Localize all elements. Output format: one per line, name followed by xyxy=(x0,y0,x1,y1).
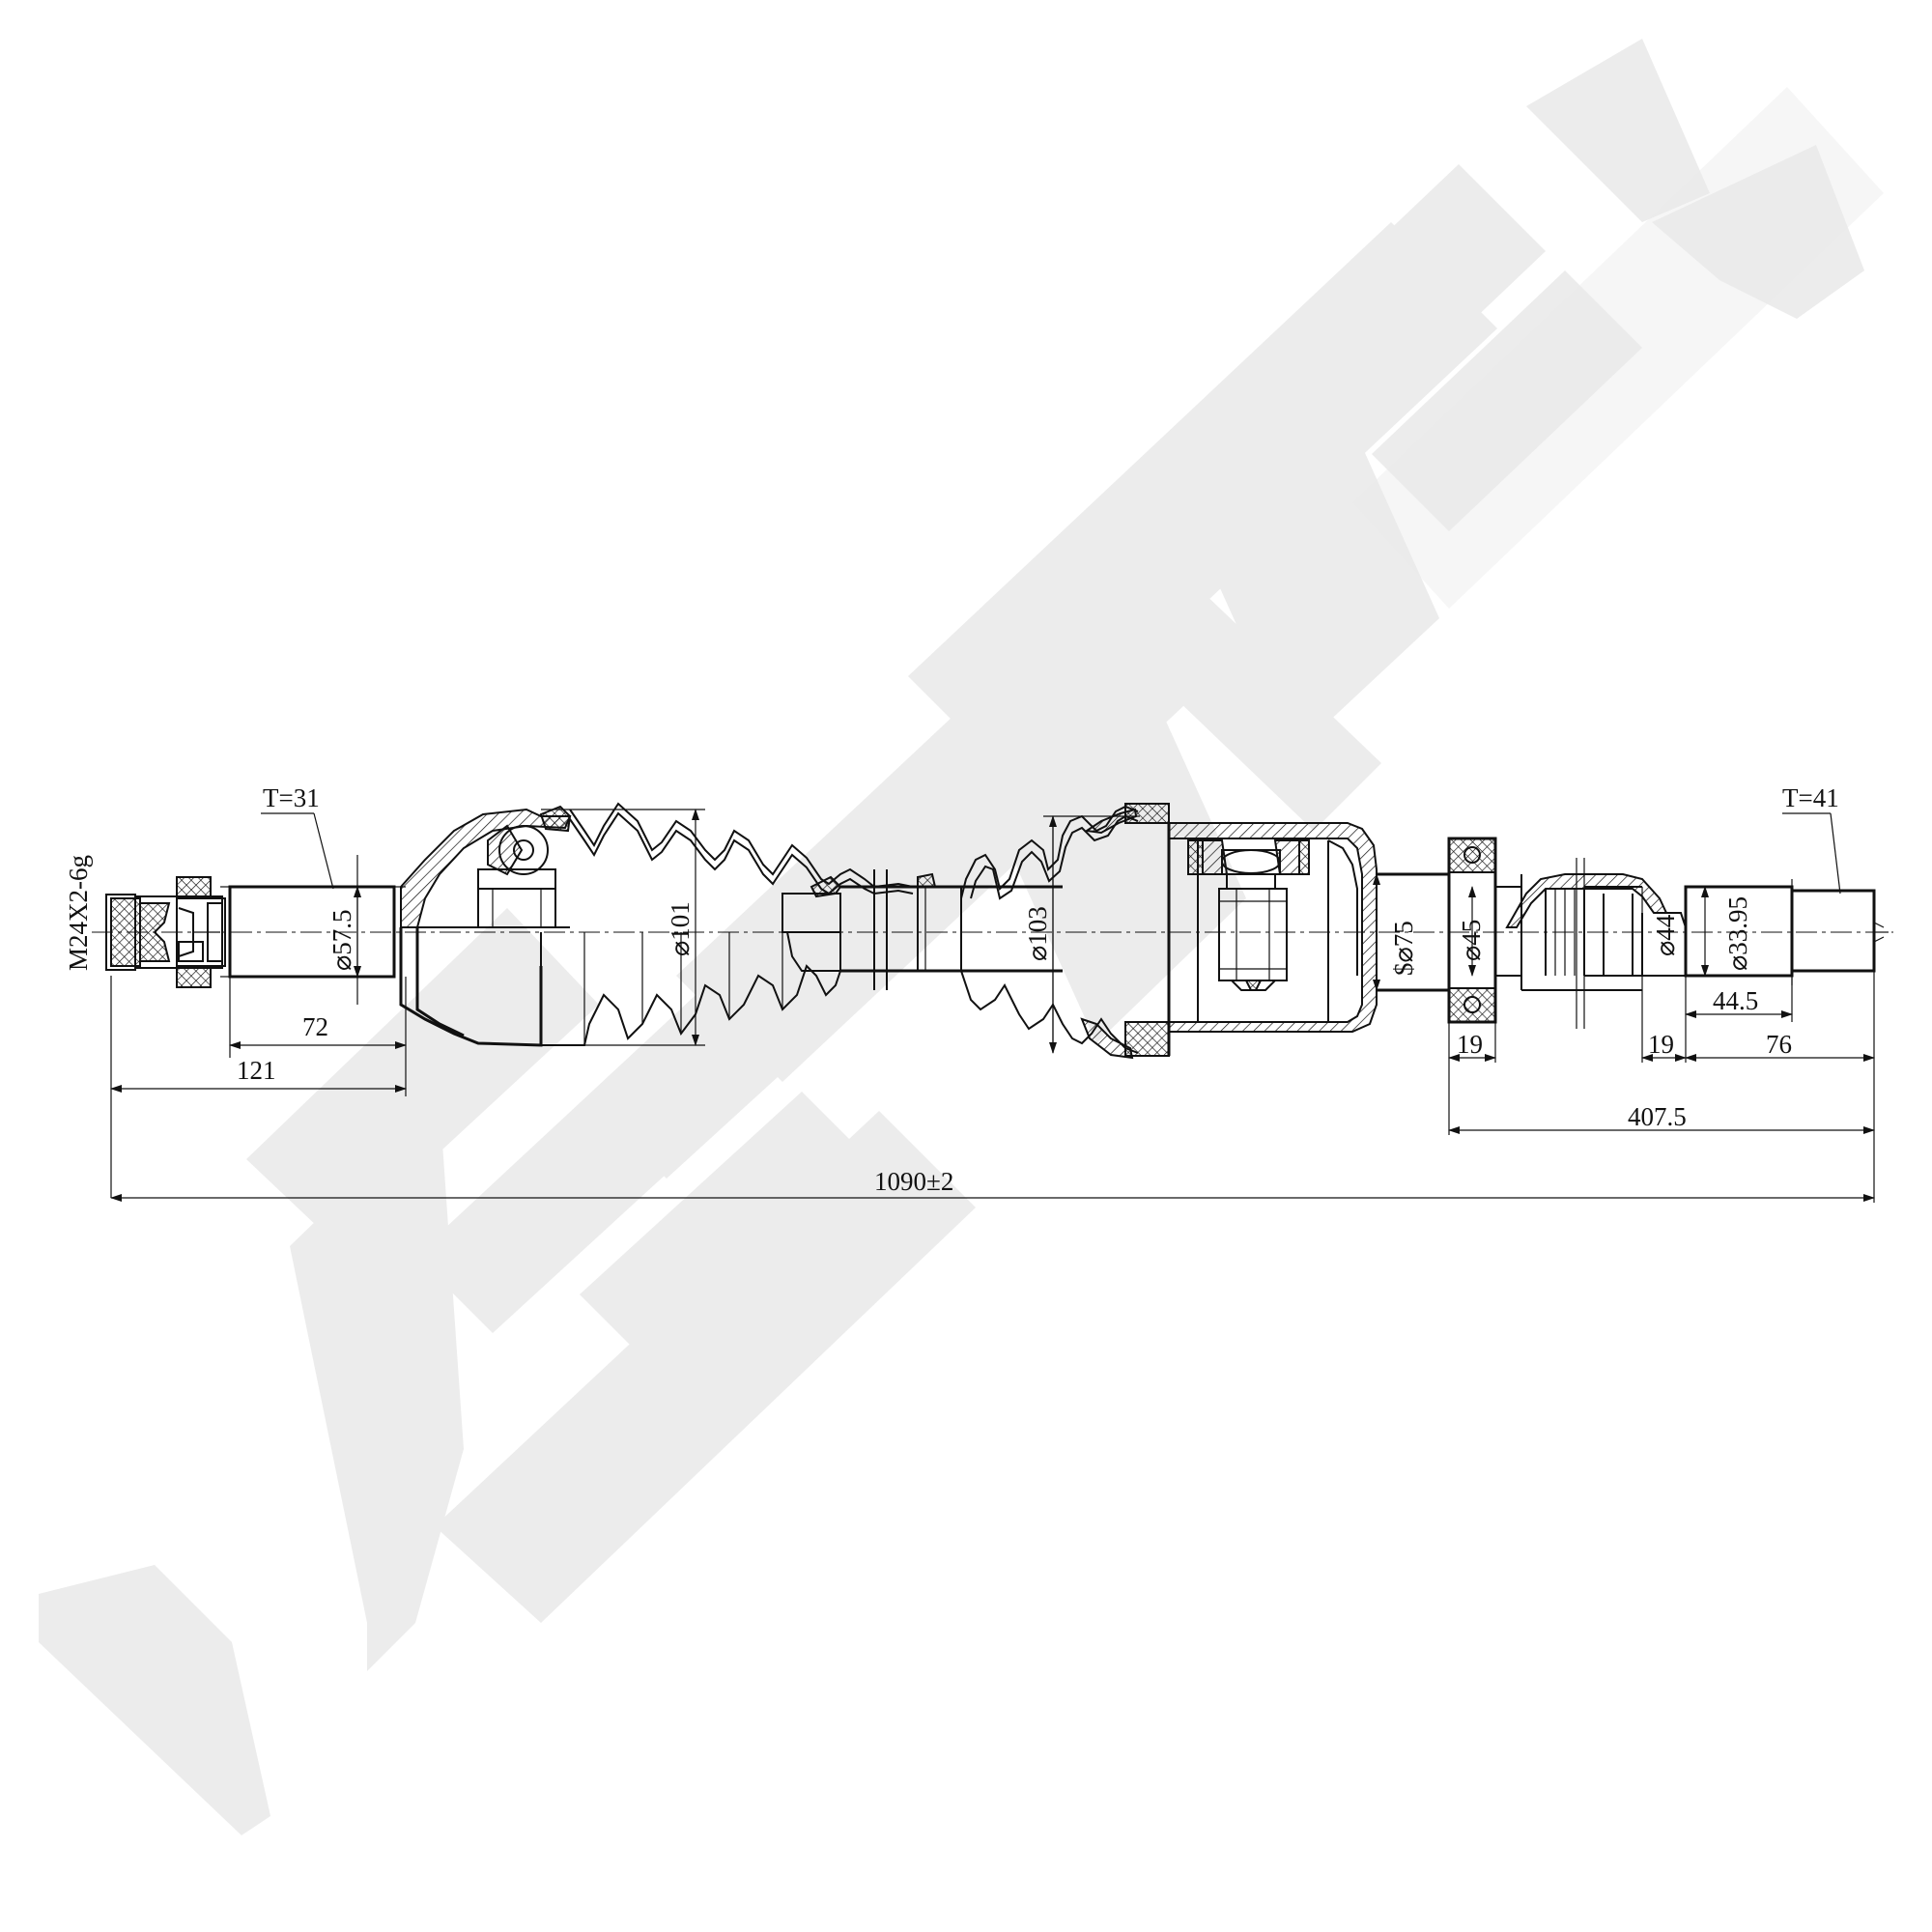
dim-dia-103: ⌀103 xyxy=(1023,906,1052,961)
dim-len-total: 1090±2 xyxy=(874,1167,953,1196)
dim-dia-45: ⌀45 xyxy=(1457,920,1486,961)
watermark-logo xyxy=(39,39,1884,1835)
t-left-label: T=31 xyxy=(263,783,320,812)
dim-dia-33-95: ⌀33.95 xyxy=(1723,896,1752,971)
dim-dia-57-5: ⌀57.5 xyxy=(327,909,356,971)
outer-boot xyxy=(540,802,914,1046)
dimension-lines xyxy=(110,809,1875,1203)
hex-nut xyxy=(176,876,226,988)
thread-label: M24X2-6g xyxy=(64,855,93,971)
right-shaft xyxy=(1505,858,1687,1029)
wheel-spline xyxy=(220,855,406,1005)
dim-dia-75: $⌀75 xyxy=(1389,921,1418,976)
dim-len-72: 72 xyxy=(302,1012,328,1041)
dim-len-19-right: 19 xyxy=(1648,1030,1674,1059)
intermediate-shaft xyxy=(840,869,1063,990)
transmission-spline xyxy=(1684,879,1889,985)
dim-dia-101: ⌀101 xyxy=(666,901,695,956)
support-bearing xyxy=(1377,837,1521,1024)
dim-dia-44: ⌀44 xyxy=(1651,914,1680,956)
dim-len-44-5: 44.5 xyxy=(1713,986,1758,1015)
t-right-label: T=41 xyxy=(1782,783,1839,812)
dim-len-19-left: 19 xyxy=(1457,1030,1483,1059)
dim-len-121: 121 xyxy=(237,1056,276,1085)
dim-len-407-5: 407.5 xyxy=(1628,1102,1687,1131)
inner-tripod-housing xyxy=(1124,803,1378,1057)
dimension-labels: M24X2-6g T=31 T=41 ⌀57.5 ⌀101 ⌀103 $⌀75 … xyxy=(64,783,1839,1196)
dim-len-76: 76 xyxy=(1766,1030,1792,1059)
